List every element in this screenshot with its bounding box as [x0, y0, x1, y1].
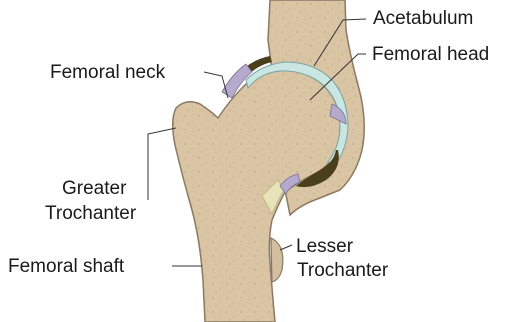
label-femoral-shaft: Femoral shaft [8, 256, 125, 277]
label-acetabulum: Acetabulum [373, 8, 473, 29]
label-femoral-neck: Femoral neck [50, 62, 166, 83]
leader-femoral-neck [204, 72, 228, 98]
leader-lesser-trochanter [280, 245, 292, 250]
label-lesser-trochanter-1: Lesser [296, 236, 354, 257]
leader-greater-trochanter [148, 128, 176, 200]
label-femoral-head: Femoral head [372, 44, 489, 65]
lesser-trochanter-bump [271, 238, 283, 282]
label-lesser-trochanter-2: Trochanter [297, 260, 389, 281]
label-greater-trochanter-1: Greater [62, 178, 127, 199]
label-greater-trochanter-2: Trochanter [45, 203, 137, 224]
